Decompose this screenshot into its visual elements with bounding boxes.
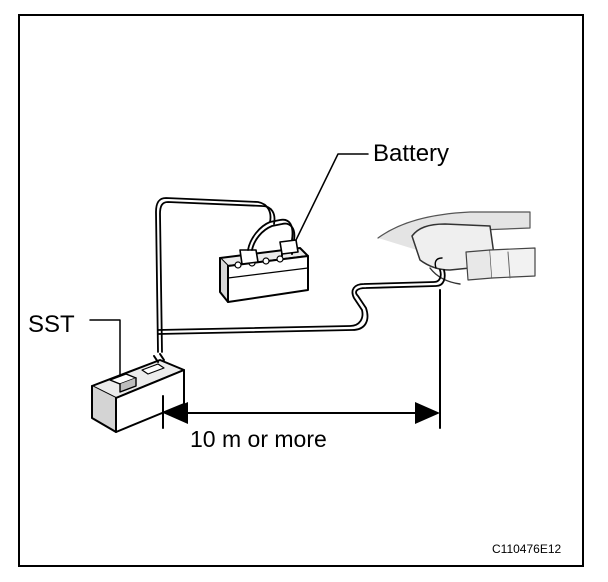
battery-cable [155, 197, 296, 353]
vehicle-window-icon [377, 211, 536, 285]
battery-label: Battery [373, 140, 450, 167]
battery-icon [219, 239, 309, 303]
sst-label: SST [28, 311, 75, 338]
figure-code: C110476E12 [492, 542, 562, 556]
dimension-arrow-icon [162, 289, 441, 429]
signal-cable [157, 257, 446, 335]
leader-lines [89, 153, 369, 377]
sst-tester-icon [91, 353, 185, 433]
distance-label: 10 m or more [190, 426, 327, 452]
